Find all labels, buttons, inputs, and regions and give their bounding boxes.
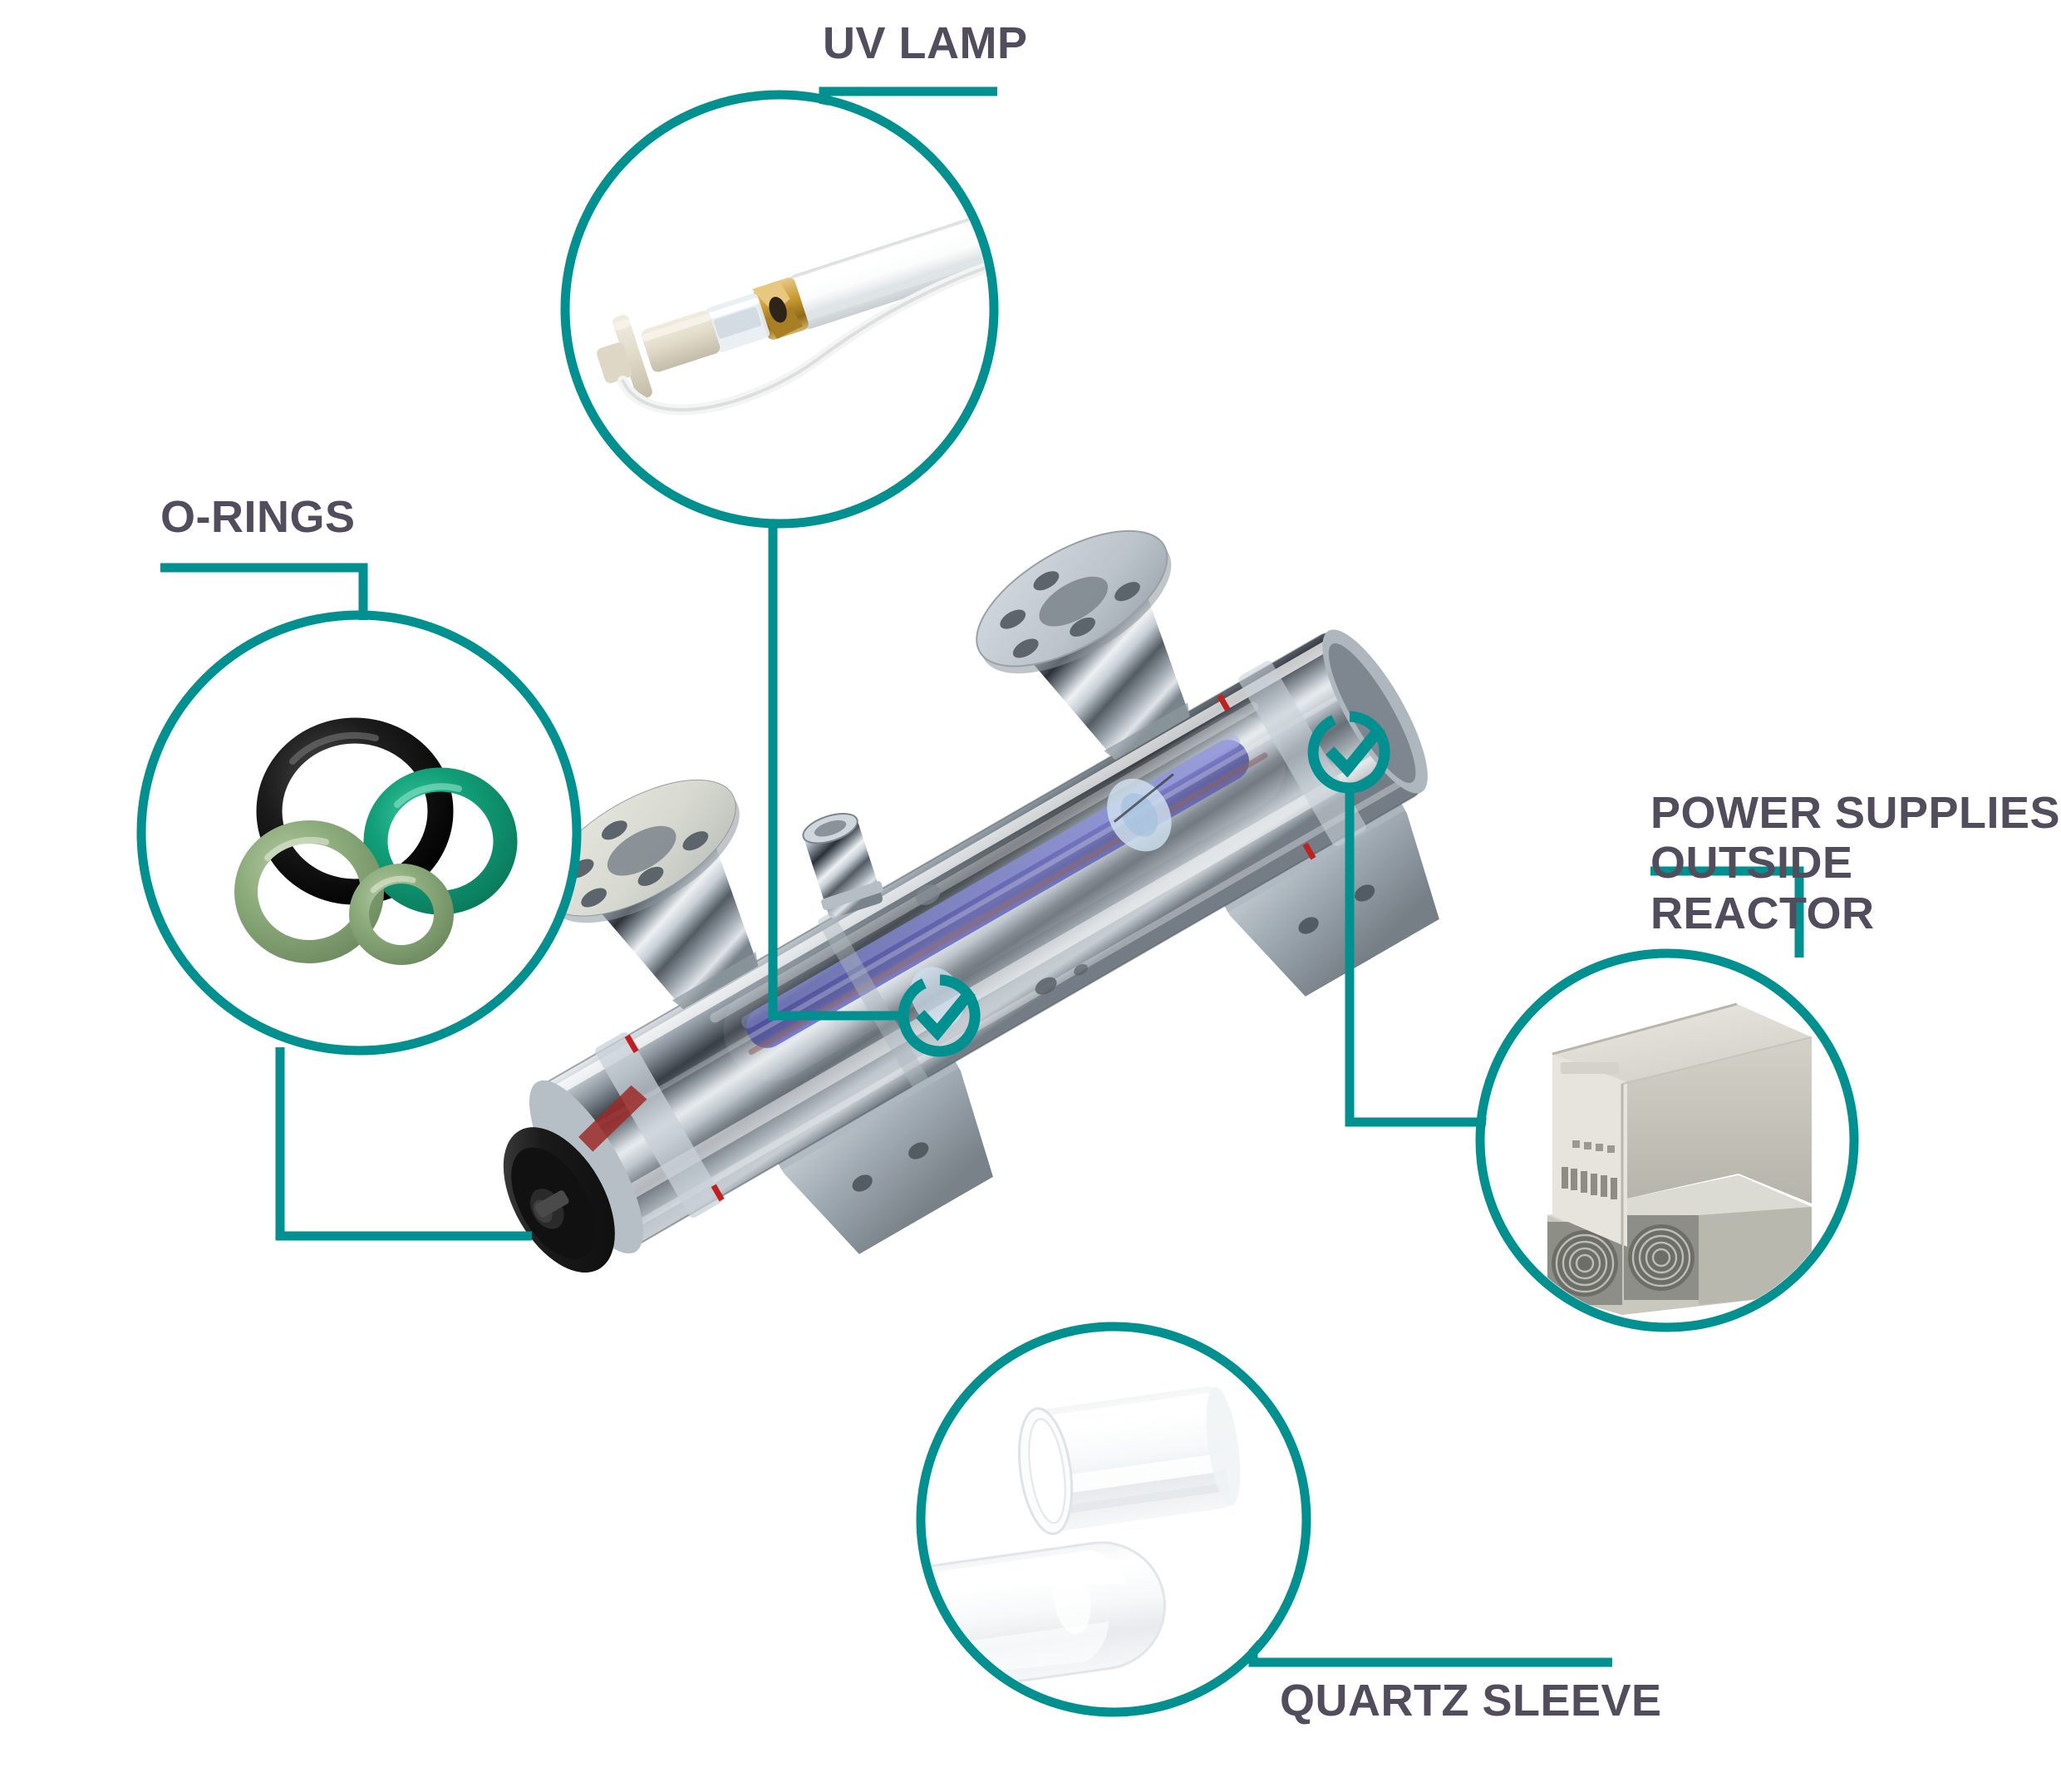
- side-inspection-port: [802, 812, 883, 918]
- o-ring-marker-lower: [898, 974, 981, 1057]
- quartz-tube-domed: [926, 1541, 1166, 1694]
- power-supplies-callout-circle: [1475, 948, 1859, 1332]
- sealing-collars: [595, 661, 1366, 1218]
- support-bracket-left: [772, 1051, 993, 1254]
- quartz-sleeve-callout-circle: [916, 1322, 1311, 1717]
- reactor-chamber: [539, 631, 1422, 1248]
- inlet-flange-left: [544, 779, 759, 1010]
- quartz-tube-open: [1018, 1386, 1241, 1535]
- o-rings-label-leader: [160, 563, 368, 620]
- o-ring-marker-upper: [1307, 711, 1390, 794]
- o-ring-sage-small: [349, 864, 454, 965]
- callout-label-quartz-sleeve: QUARTZ SLEEVE: [1280, 1676, 1662, 1726]
- alignment-marks: [624, 694, 1316, 1202]
- outlet-flange-right: [976, 529, 1190, 761]
- o-ring-teal: [363, 767, 518, 915]
- o-ring-black: [256, 717, 454, 905]
- quartz-sleeve-label-leader: [1248, 1421, 1612, 1667]
- check-icon: [916, 987, 976, 1041]
- uv-lamp-callout-circle: [560, 90, 999, 529]
- o-rings-connector: [275, 1047, 532, 1241]
- uv-lamp-connector: [768, 524, 908, 1021]
- check-icon: [1326, 724, 1385, 778]
- uv-lamp-label-leader: [819, 86, 997, 121]
- callout-label-power-supplies: POWER SUPPLIES OUTSIDE REACTOR: [1650, 788, 2061, 938]
- power-supply-fan-tray: [1547, 1175, 1812, 1315]
- callout-label-o-rings: O-RINGS: [160, 492, 356, 542]
- support-bracket-right: [1218, 794, 1439, 997]
- callout-label-uv-lamp: UV LAMP: [823, 18, 1028, 68]
- lamp-end-cap: [503, 1080, 647, 1273]
- o-ring-sage-large: [234, 820, 384, 963]
- power-supply-body: [1552, 1002, 1813, 1247]
- reactor-right-end: [1322, 629, 1428, 794]
- o-rings-callout-circle: [136, 610, 582, 1056]
- power-supplies-connector: [1345, 788, 1496, 1127]
- body-fasteners: [915, 884, 1088, 995]
- lamp-support-discs: [910, 773, 1174, 1027]
